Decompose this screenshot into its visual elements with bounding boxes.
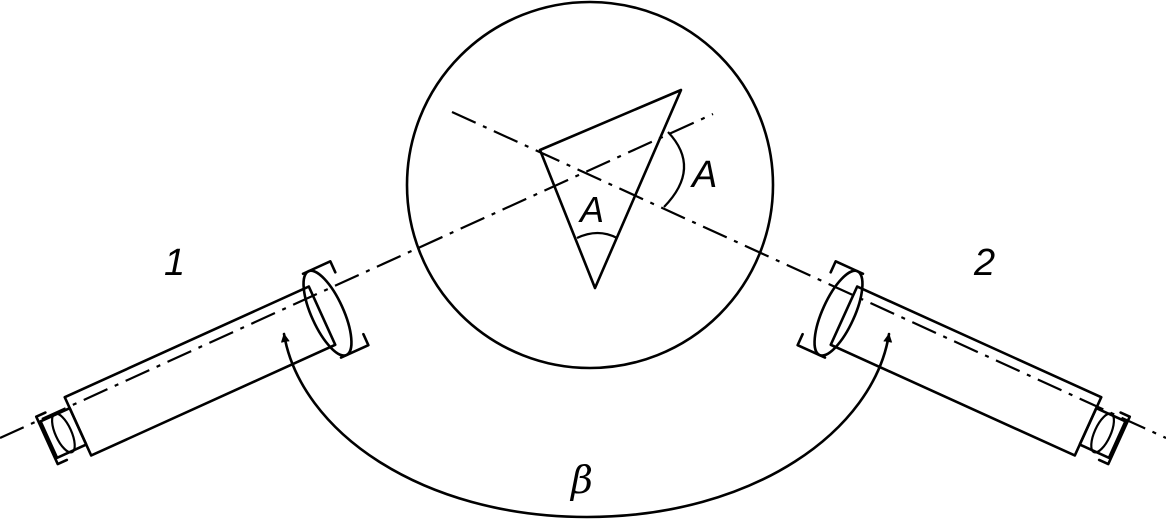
telescope-2-eyepiece — [1078, 406, 1127, 460]
deviation-angle-label: β — [569, 458, 593, 502]
prism — [538, 88, 683, 290]
telescope-2-label: 2 — [973, 242, 995, 284]
telescope-2-tube — [829, 285, 1103, 457]
telescope-2-eyepiece-bracket — [1097, 411, 1132, 466]
telescope-1-eyepiece-bracket — [34, 411, 69, 466]
telescope-2 — [796, 260, 1132, 466]
deviation-angle-arc — [280, 332, 893, 519]
prism-outer-angle-arc — [663, 131, 686, 208]
telescope-1 — [34, 260, 370, 466]
optical-axis-1 — [0, 112, 714, 440]
spectrometer-table-circle — [405, 0, 775, 370]
telescope-2-eyepiece-lens — [1090, 412, 1116, 454]
prism-angle-inside-label: A — [578, 189, 604, 230]
telescope-1-eyepiece-lens — [50, 412, 76, 454]
prism-apex-angle-arc — [576, 231, 618, 239]
prism-angle-outside-label: A — [690, 154, 717, 196]
telescope-1-label: 1 — [164, 242, 185, 284]
optical-axis-2 — [451, 110, 1166, 440]
